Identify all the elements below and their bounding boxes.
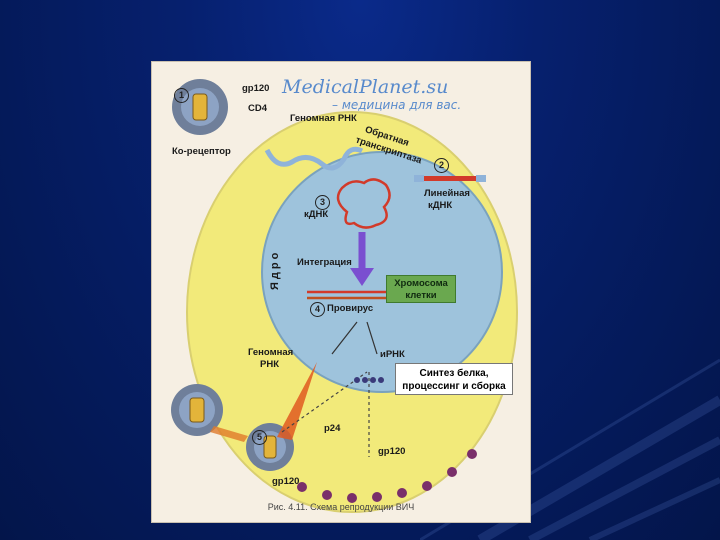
label-mrna: иРНК [380,350,405,360]
label-cd4: CD4 [248,104,267,114]
label-nucleus: Ядро [270,250,280,290]
step-3-marker: 3 [315,195,330,210]
chromosome-box: Хромосома клетки [386,275,456,303]
label-integration: Интеграция [297,258,352,268]
label-p24: p24 [324,424,340,434]
label-cdna: кДНК [304,210,328,220]
label-co-receptor: Ко-рецептор [172,147,231,157]
protein-synthesis-box: Синтез белка, процессинг и сборка [395,363,513,395]
watermark-site: MedicalPlanet.su [282,76,448,98]
label-genomic-rna-bottom-1: Геномная [248,348,293,358]
label-linear-dna-2: кДНК [428,201,452,211]
step-1-marker: 1 [174,88,189,103]
label-genomic-rna-bottom-2: РНК [260,360,279,370]
hiv-replication-figure: MedicalPlanet.su – медицина для вас. 1 2… [152,62,530,522]
label-linear-dna-1: Линейная [424,189,470,199]
label-gp120-top: gp120 [242,84,269,94]
step-5-marker: 5 [252,430,267,445]
step-4-marker: 4 [310,302,325,317]
label-chromosome-2: клетки [387,290,455,302]
label-provirus: Провирус [327,304,373,314]
watermark-tagline: – медицина для вас. [332,98,461,112]
label-gp120-mid: gp120 [378,447,405,457]
label-genomic-rna-top: Геномная РНК [290,114,357,124]
label-protein-synthesis-1: Синтез белка, [396,367,512,380]
figure-caption: Рис. 4.11. Схема репродукции ВИЧ [152,502,530,512]
label-chromosome-1: Хромосома [387,278,455,290]
diagram-drawing [152,62,530,522]
label-gp120-bottom: gp120 [272,477,299,487]
step-2-marker: 2 [434,158,449,173]
label-protein-synthesis-2: процессинг и сборка [396,380,512,393]
